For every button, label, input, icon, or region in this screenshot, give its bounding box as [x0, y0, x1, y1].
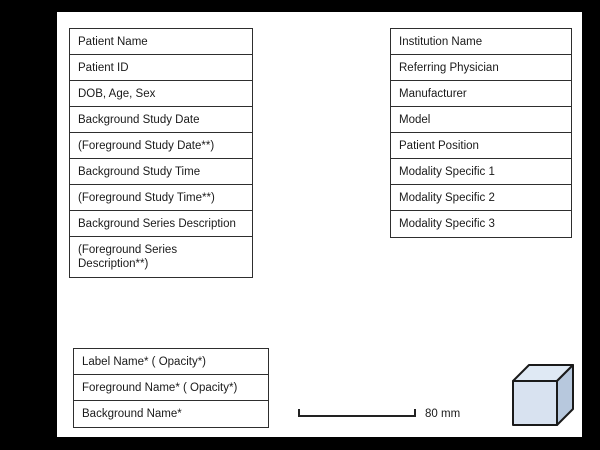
layer-name-list: Label Name* ( Opacity*)Foreground Name* … — [73, 348, 269, 428]
left-annotation-row: Background Series Description — [70, 211, 252, 237]
right-annotation-row: Modality Specific 3 — [399, 218, 495, 230]
left-annotation-row: Patient Name — [70, 29, 252, 55]
right-annotation-row: Referring Physician — [391, 55, 571, 81]
left-annotation-row: (Foreground Series Description**) — [78, 244, 178, 270]
left-annotation-row: Background Study Date — [70, 107, 252, 133]
left-annotation-row: Background Study Time — [70, 159, 252, 185]
right-annotation-row: Modality Specific 1 — [391, 159, 571, 185]
left-annotation-row: Patient ID — [70, 55, 252, 81]
scale-bar — [298, 409, 416, 417]
layer-name-row: Foreground Name* ( Opacity*) — [74, 375, 268, 401]
orientation-cube-icon — [512, 364, 574, 426]
left-annotation-row: (Foreground Study Date**) — [70, 133, 252, 159]
right-annotation-row: Manufacturer — [391, 81, 571, 107]
left-annotation-row: DOB, Age, Sex — [70, 81, 252, 107]
layer-name-row: Background Name* — [82, 408, 182, 420]
cube-front-face — [512, 380, 558, 426]
scale-bar-label: 80 mm — [425, 408, 461, 420]
right-annotation-row: Model — [391, 107, 571, 133]
left-annotation-row: (Foreground Study Time**) — [70, 185, 252, 211]
right-annotation-row: Institution Name — [391, 29, 571, 55]
right-annotation-row: Patient Position — [391, 133, 571, 159]
right-annotation-row: Modality Specific 2 — [391, 185, 571, 211]
layer-name-row: Label Name* ( Opacity*) — [74, 349, 268, 375]
